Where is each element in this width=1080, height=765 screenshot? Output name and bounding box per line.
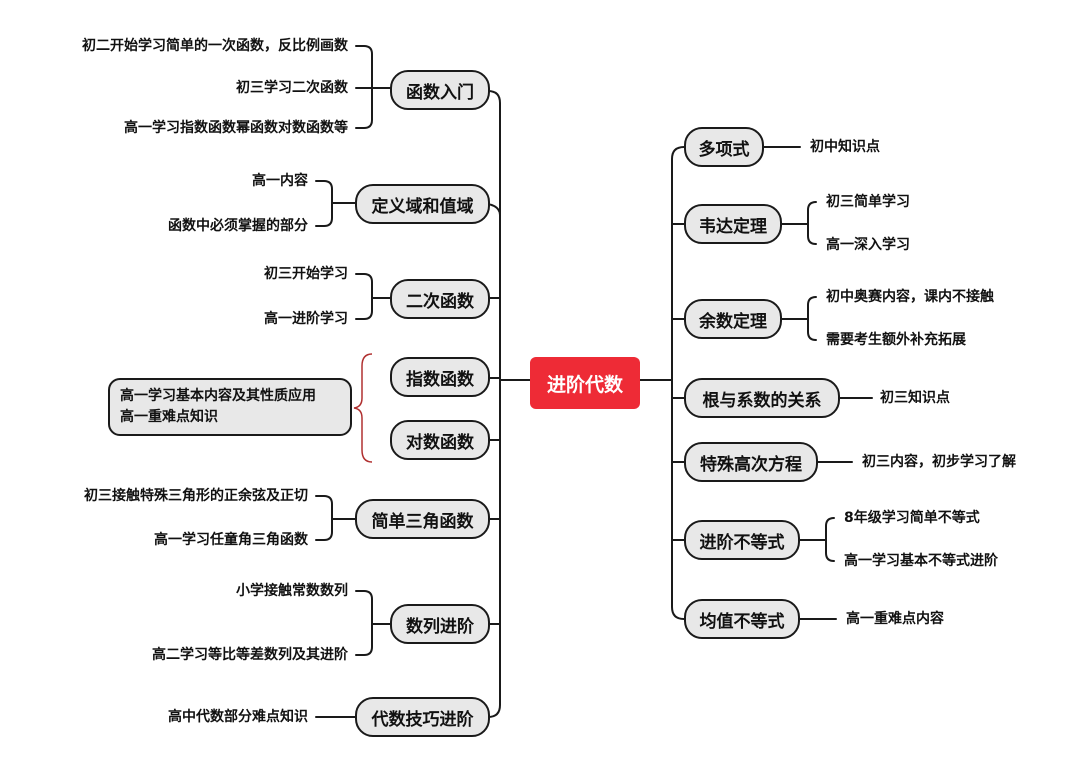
node-exponential-function[interactable]: 指数函数 bbox=[390, 357, 490, 397]
node-vieta-theorem[interactable]: 韦达定理 bbox=[684, 204, 782, 244]
leaf-trig-2: 高一学习任童角三角函数 bbox=[154, 532, 308, 548]
leaf-function-intro-1: 初二开始学习简单的一次函数，反比例画数 bbox=[82, 38, 348, 54]
leaf-algebra-skills-1: 高中代数部分难点知识 bbox=[168, 709, 308, 725]
shared-note-box: 高一学习基本内容及其性质应用 高一重难点知识 bbox=[108, 378, 352, 436]
shared-note-line-2: 高一重难点知识 bbox=[120, 409, 218, 425]
leaf-mean-ineq-1: 高一重难点内容 bbox=[846, 611, 944, 627]
leaf-domain-2: 函数中必须掌握的部分 bbox=[168, 218, 308, 234]
node-remainder-theorem[interactable]: 余数定理 bbox=[684, 299, 782, 339]
group7-brace bbox=[355, 590, 373, 656]
leaf-sequence-2: 高二学习等比等差数列及其进阶 bbox=[152, 647, 348, 663]
shared-note-line-1: 高一学习基本内容及其性质应用 bbox=[120, 388, 316, 404]
leaf-advanced-ineq-2: 高一学习基本不等式进阶 bbox=[844, 553, 998, 569]
node-mean-inequality[interactable]: 均值不等式 bbox=[684, 599, 800, 639]
r6-brace bbox=[799, 517, 835, 562]
group3-brace bbox=[355, 273, 373, 320]
group2-brace bbox=[315, 180, 333, 227]
r2-brace bbox=[781, 201, 817, 245]
central-topic[interactable]: 进阶代数 bbox=[530, 357, 640, 409]
leaf-quadratic-2: 高一进阶学习 bbox=[264, 311, 348, 327]
node-sequence-advanced[interactable]: 数列进阶 bbox=[390, 604, 490, 644]
left-spine bbox=[487, 90, 501, 718]
node-algebra-skills[interactable]: 代数技巧进阶 bbox=[355, 697, 490, 737]
leaf-special-1: 初三内容，初步学习了解 bbox=[862, 454, 1016, 470]
node-quadratic-function[interactable]: 二次函数 bbox=[390, 279, 490, 319]
leaf-function-intro-2: 初三学习二次函数 bbox=[236, 80, 348, 96]
leaf-advanced-ineq-1: 8年级学习简单不等式 bbox=[844, 510, 980, 526]
leaf-remainder-2: 需要考生额外补充拓展 bbox=[826, 332, 966, 348]
group6-brace bbox=[315, 495, 333, 541]
leaf-roots-1: 初三知识点 bbox=[880, 390, 950, 406]
shared-brace bbox=[353, 353, 373, 463]
node-trig-function[interactable]: 简单三角函数 bbox=[355, 499, 490, 539]
right-spine bbox=[671, 146, 685, 620]
node-logarithmic-function[interactable]: 对数函数 bbox=[390, 420, 490, 460]
leaf-vieta-1: 初三简单学习 bbox=[826, 194, 910, 210]
leaf-function-intro-3: 高一学习指数函数幂函数对数函数等 bbox=[124, 120, 348, 136]
leaf-quadratic-1: 初三开始学习 bbox=[264, 266, 348, 282]
leaf-trig-1: 初三接触特殊三角形的正余弦及正切 bbox=[84, 488, 308, 504]
leaf-remainder-1: 初中奥赛内容，课内不接触 bbox=[826, 289, 994, 305]
node-domain-range[interactable]: 定义域和值域 bbox=[355, 184, 490, 224]
leaf-sequence-1: 小学接触常数数列 bbox=[236, 583, 348, 599]
leaf-polynomial-1: 初中知识点 bbox=[810, 139, 880, 155]
node-special-equations[interactable]: 特殊高次方程 bbox=[684, 442, 818, 482]
r3-brace bbox=[781, 296, 817, 341]
node-function-intro[interactable]: 函数入门 bbox=[390, 70, 490, 110]
node-polynomial[interactable]: 多项式 bbox=[684, 127, 764, 167]
leaf-domain-1: 高一内容 bbox=[252, 173, 308, 189]
node-roots-coefficients[interactable]: 根与系数的关系 bbox=[684, 378, 840, 418]
node-advanced-inequality[interactable]: 进阶不等式 bbox=[684, 520, 800, 560]
leaf-vieta-2: 高一深入学习 bbox=[826, 237, 910, 253]
